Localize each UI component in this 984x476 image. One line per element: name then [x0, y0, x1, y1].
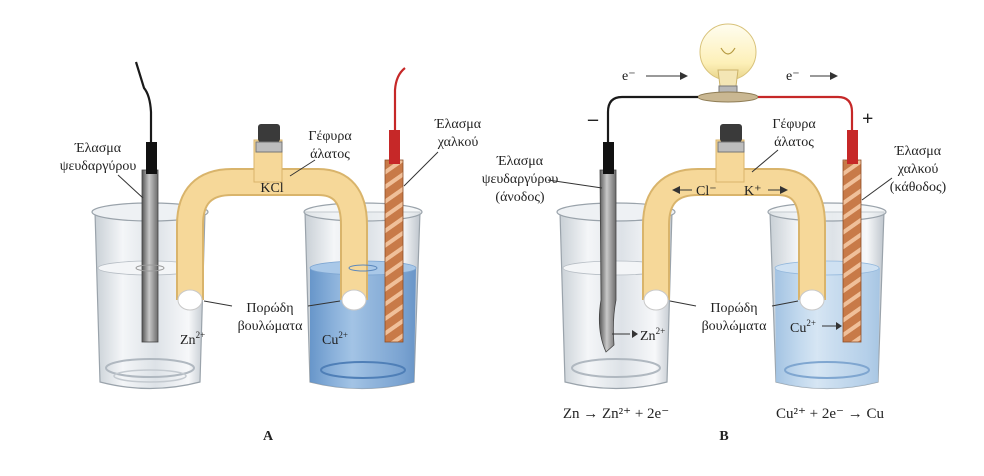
salt-bridge-label-a: Γέφυρα άλατος: [289, 129, 352, 177]
electron-label-right: e⁻: [786, 69, 800, 84]
plugs-label-a-line1: Πορώδη: [246, 301, 293, 316]
electron-label-left: e⁻: [622, 69, 636, 84]
cu-ion-label-b: Cu2+: [790, 318, 816, 336]
bridge-label-b-line2: άλατος: [774, 135, 814, 150]
copper-label-b-line1: Έλασμα: [894, 144, 942, 159]
plugs-label-b: Πορώδη βουλώματα: [669, 300, 799, 334]
copper-strip-b: [842, 130, 862, 343]
zinc-strip-label-a: Έλασμα ψευδαργύρου: [60, 141, 144, 199]
zinc-label-a-line2: ψευδαργύρου: [60, 159, 137, 174]
red-wire-b: [758, 95, 854, 140]
bridge-label-a-line2: άλατος: [310, 147, 350, 162]
bridge-ion-flow: Cl⁻ K⁺: [672, 184, 788, 199]
plugs-label-b-line2: βουλώματα: [702, 319, 768, 334]
light-bulb: [697, 23, 759, 103]
salt-bridge-b: [642, 124, 826, 311]
anode-sign: –: [587, 108, 599, 130]
zinc-label-b-line1: Έλασμα: [496, 154, 544, 169]
bridge-salt-a: KCl: [260, 181, 283, 196]
copper-label-b-line2: χαλκού: [897, 162, 939, 177]
copper-strip-a: [384, 67, 406, 343]
plugs-label-b-line1: Πορώδη: [710, 301, 757, 316]
zinc-strip-b: [598, 142, 617, 353]
zinc-label-a-line1: Έλασμα: [74, 141, 122, 156]
zinc-strip-label-b: Έλασμα ψευδαργύρου (άνοδος): [482, 154, 603, 205]
electron-flow-left: e⁻: [622, 69, 688, 84]
bridge-label-a-line1: Γέφυρα: [308, 129, 352, 144]
copper-label-a-line1: Έλασμα: [434, 117, 482, 132]
panel-a: Έλασμα ψευδαργύρου Γέφυρα άλατος Έλασμα …: [60, 61, 482, 444]
salt-bridge-a: [135, 124, 378, 311]
electron-flow-right: e⁻: [786, 69, 838, 84]
plugs-label-a-line2: βουλώματα: [238, 319, 304, 334]
zinc-label-b-line2: ψευδαργύρου: [482, 172, 559, 187]
zn-ion-arrow-b: Zn2+: [612, 326, 665, 344]
copper-strip-label-a: Έλασμα χαλκού: [403, 117, 482, 187]
cathode-sign: +: [862, 108, 873, 130]
copper-beaker-b: [767, 202, 887, 390]
bridge-label-b-line1: Γέφυρα: [772, 117, 816, 132]
bridge-cation-label: K⁺: [744, 184, 762, 199]
panel-a-label: A: [263, 429, 274, 444]
anode-equation: Zn → Zn²⁺ + 2e⁻: [563, 406, 669, 422]
zinc-label-b-line3: (άνοδος): [495, 190, 544, 205]
black-wire-b: [606, 95, 698, 150]
zinc-strip-a: [134, 61, 159, 343]
cathode-equation: Cu²⁺ + 2e⁻ → Cu: [776, 406, 884, 422]
zn-ion-label-b: Zn2+: [640, 326, 665, 344]
copper-label-a-line2: χαλκού: [437, 135, 479, 150]
bridge-anion-label: Cl⁻: [696, 184, 717, 199]
panel-b-label: B: [719, 429, 728, 444]
panel-b: e⁻ e⁻ – +: [482, 23, 947, 444]
zn-ion-label-a: Zn2+: [180, 330, 205, 348]
cu-ion-label-a: Cu2+: [322, 330, 348, 348]
salt-bridge-label-b: Γέφυρα άλατος: [751, 117, 816, 173]
plugs-label-a: Πορώδη βουλώματα: [203, 300, 341, 334]
copper-strip-label-b: Έλασμα χαλκού (κάθοδος): [861, 144, 947, 201]
copper-label-b-line3: (κάθοδος): [890, 180, 947, 195]
cu-ion-arrow-b: Cu2+: [790, 318, 842, 336]
